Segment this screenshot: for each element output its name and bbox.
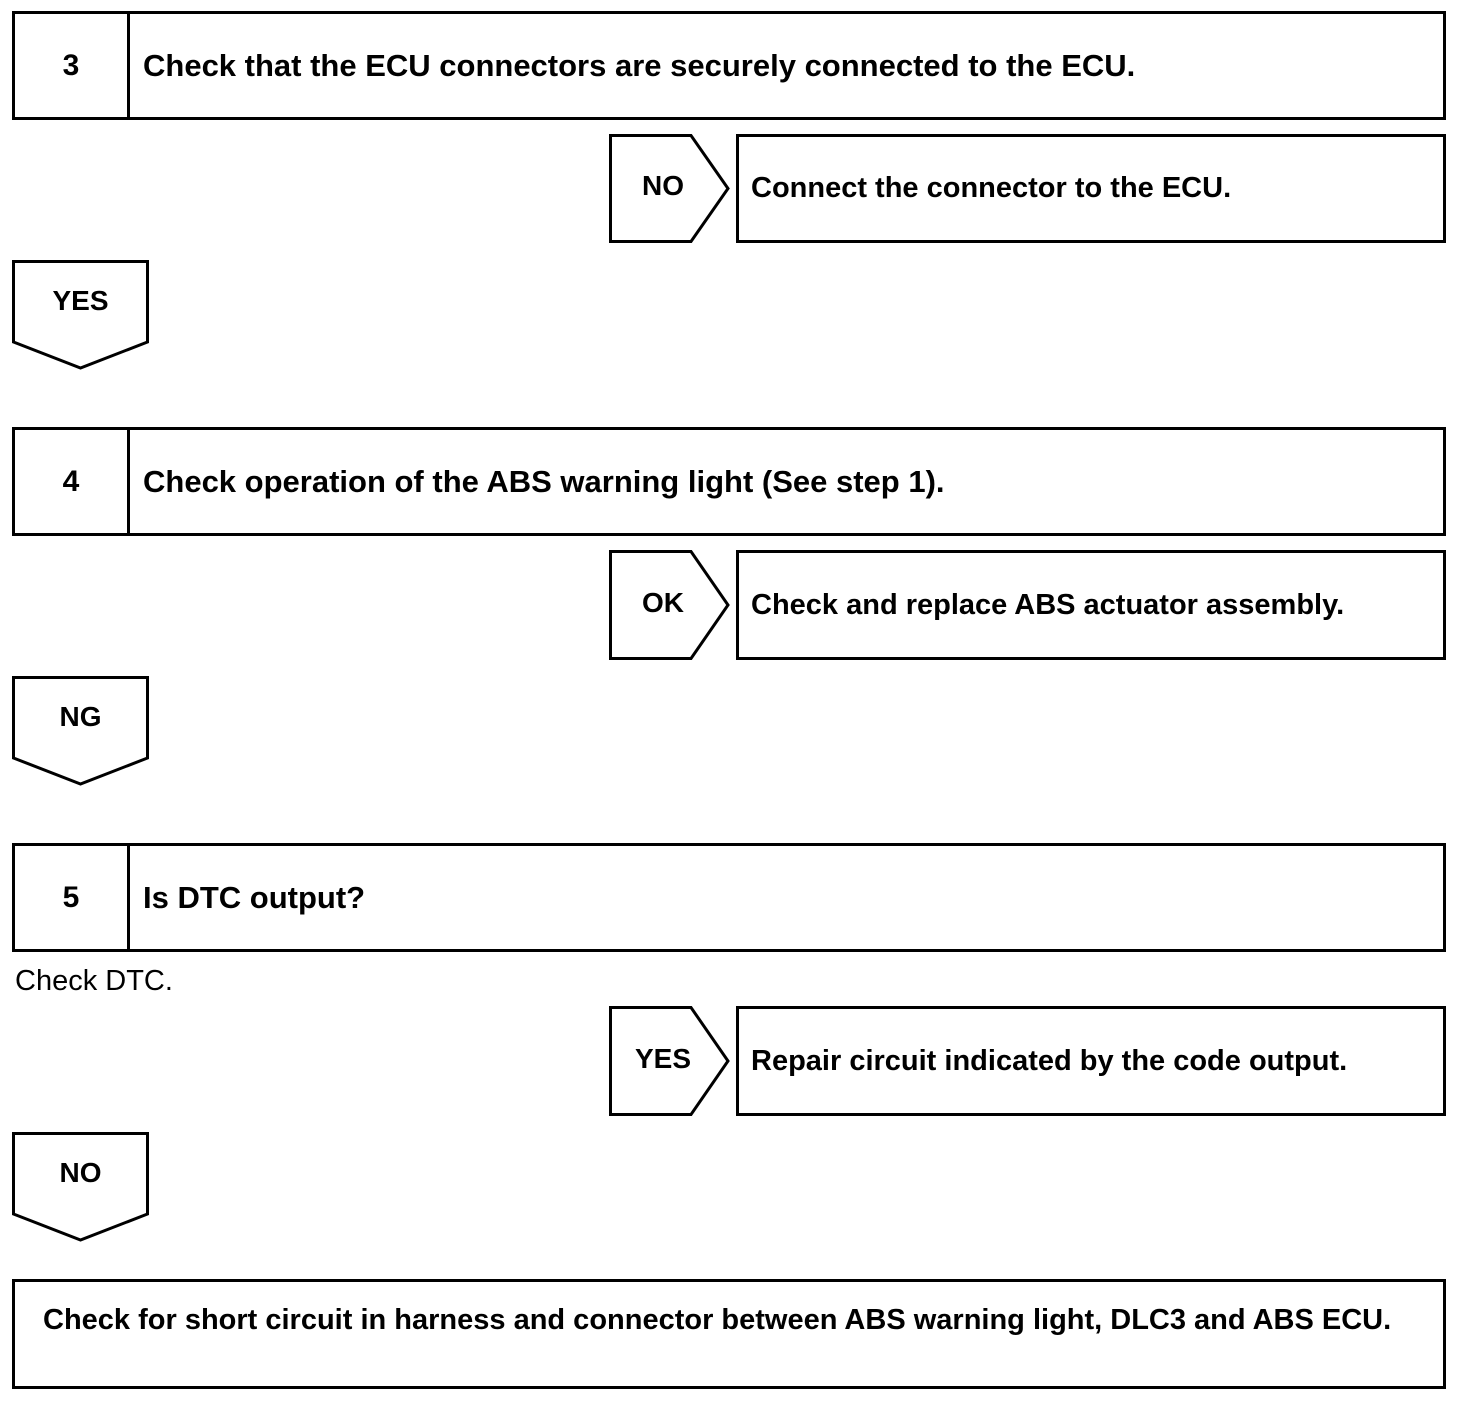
right-chevron-shape xyxy=(609,1006,730,1116)
step-5-number: 5 xyxy=(15,846,130,949)
step-4-text: Check operation of the ABS warning light… xyxy=(143,463,945,499)
continue-yes-label: YES xyxy=(52,285,109,316)
branch-ok-action-text: Check and replace ABS actuator assembly. xyxy=(751,588,1345,621)
step-5-note: Check DTC. xyxy=(15,965,173,997)
right-chevron-shape xyxy=(609,134,730,243)
continue-yes-arrow: YES xyxy=(12,260,149,371)
branch-yes-action-text: Repair circuit indicated by the code out… xyxy=(751,1044,1348,1077)
branch-ok-arrow: OK xyxy=(609,550,733,660)
continue-ng-label: NG xyxy=(59,701,102,732)
continue-ng-arrow: NG xyxy=(12,676,149,787)
step-5-box: 5 Is DTC output? xyxy=(12,843,1446,952)
branch-yes-arrow: YES xyxy=(609,1006,733,1116)
step-4-box: 4 Check operation of the ABS warning lig… xyxy=(12,427,1446,536)
branch-yes-action: Repair circuit indicated by the code out… xyxy=(736,1006,1446,1116)
branch-ok-label: OK xyxy=(642,587,684,618)
branch-ok-action: Check and replace ABS actuator assembly. xyxy=(736,550,1446,660)
down-chevron-shape xyxy=(12,260,149,370)
branch-no-action-text: Connect the connector to the ECU. xyxy=(751,172,1232,204)
down-chevron-shape xyxy=(12,1132,149,1242)
final-action-text: Check for short circuit in harness and c… xyxy=(43,1304,1392,1336)
continue-no-label: NO xyxy=(59,1157,102,1188)
branch-no-label: NO xyxy=(642,170,684,201)
step-5-text: Is DTC output? xyxy=(143,879,366,915)
step-4-number: 4 xyxy=(15,430,130,533)
continue-no-arrow: NO xyxy=(12,1132,149,1243)
step-3-box: 3 Check that the ECU connectors are secu… xyxy=(12,11,1446,120)
step-3-text: Check that the ECU connectors are secure… xyxy=(143,47,1136,83)
right-chevron-shape xyxy=(609,550,730,660)
step-3-number: 3 xyxy=(15,14,130,117)
branch-yes-label: YES xyxy=(634,1043,692,1074)
final-action-box: Check for short circuit in harness and c… xyxy=(12,1279,1446,1389)
branch-no-arrow: NO xyxy=(609,134,733,243)
down-chevron-shape xyxy=(12,676,149,786)
branch-no-action: Connect the connector to the ECU. xyxy=(736,134,1446,243)
